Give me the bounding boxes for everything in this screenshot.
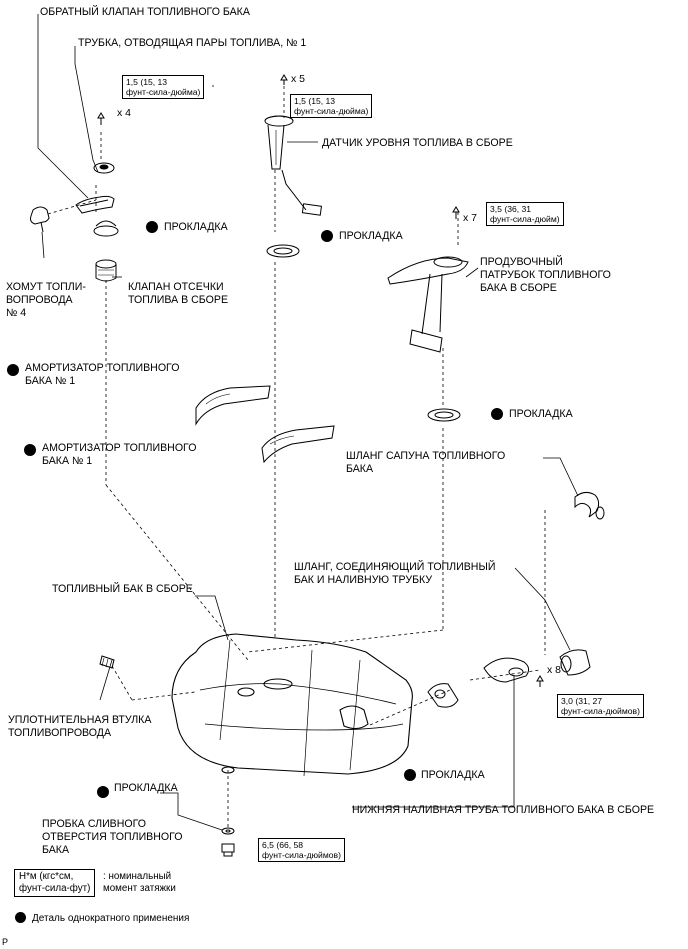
- label-gasket-3: ПРОКЛАДКА: [509, 408, 573, 420]
- non-reusable-dot-icon: [24, 444, 36, 456]
- label-cushion-2: АМОРТИЗАТОР ТОПЛИВНОГО БАКА № 1: [42, 442, 197, 467]
- fuel-tank-part: [171, 633, 413, 777]
- cutoff-valve-gasket-part: [93, 220, 119, 237]
- bolt-icon-1: [97, 112, 105, 125]
- breather-hose-part: [574, 491, 605, 520]
- bolt-icon-4: [536, 675, 544, 687]
- vent-tube-part: [387, 256, 469, 353]
- torque-spec-box: 3,0 (31, 27 фунт-сила-дюймов): [557, 694, 644, 718]
- label-filler-hose: ШЛАНГ, СОЕДИНЯЮЩИЙ ТОПЛИВНЫЙ БАК И НАЛИВ…: [294, 561, 496, 586]
- non-reusable-dot-icon: [321, 230, 333, 242]
- torque-spec-box: 3,5 (36, 31 фунт-сила-дюйм): [486, 202, 564, 226]
- vent-gasket-part: [427, 408, 461, 422]
- label-breather-hose: ШЛАНГ САПУНА ТОПЛИВНОГО БАКА: [346, 450, 506, 475]
- label-gasket-5: ПРОКЛАДКА: [114, 782, 178, 794]
- non-reusable-dot-icon: [7, 364, 19, 376]
- bolt-icon-3: [452, 206, 460, 219]
- label-cushion-1: АМОРТИЗАТОР ТОПЛИВНОГО БАКА № 1: [25, 362, 180, 387]
- legend-non-reusable: Деталь однократного применения: [32, 913, 190, 924]
- label-clamp: ХОМУТ ТОПЛИ- ВОПРОВОДА № 4: [6, 281, 86, 319]
- cutoff-valve-part: [95, 259, 117, 282]
- grommet-part: [99, 655, 115, 669]
- label-cutoff-valve: КЛАПАН ОТСЕЧКИ ТОПЛИВА В СБОРЕ: [128, 281, 229, 306]
- label-gasket-1: ПРОКЛАДКА: [164, 221, 228, 233]
- label-tank-assy: ТОПЛИВНЫЙ БАК В СБОРЕ: [52, 583, 193, 595]
- drain-plug-part: [221, 843, 235, 857]
- legend-unit-desc: : номинальный момент затяжки: [103, 871, 176, 894]
- torque-spec-box: 1,5 (15, 13 фунт-сила-дюйма): [290, 94, 373, 118]
- non-reusable-dot-icon: [97, 786, 109, 798]
- non-reusable-dot-icon: [146, 221, 158, 233]
- drain-gasket-part: [221, 827, 235, 835]
- torque-spec-box: 1,5 (15, 13 фунт-сила-дюйма): [122, 75, 205, 99]
- sender-gauge-part: [264, 115, 323, 216]
- torque-spec-box: 6,5 (66, 58 фунт-сила-дюймов): [258, 838, 345, 862]
- label-grommet: УПЛОТНИТЕЛЬНАЯ ВТУЛКА ТОПЛИВОПРОВОДА: [8, 714, 152, 739]
- sender-gasket-part: [266, 244, 300, 258]
- corner-mark: P: [2, 937, 9, 947]
- count-x8: x 8: [547, 664, 562, 676]
- count-x5: x 5: [291, 73, 306, 85]
- legend-unit-box: Н*м (кгс*см, фунт-сила-фут): [14, 869, 96, 897]
- label-drain-plug: ПРОБКА СЛИВНОГО ОТВЕРСТИЯ ТОПЛИВНОГО БАК…: [42, 818, 183, 856]
- leader-lines: [37, 14, 579, 831]
- bolt-icon-2: [280, 74, 288, 85]
- label-vent-tube: ПРОДУВОЧНЫЙ ПАТРУБОК ТОПЛИВНОГО БАКА В С…: [480, 256, 611, 294]
- non-reusable-dot-icon: [404, 769, 416, 781]
- filler-gasket-part: [427, 683, 459, 708]
- label-gasket-2: ПРОКЛАДКА: [339, 230, 403, 242]
- non-reusable-dot-icon: [15, 912, 26, 923]
- clamp-part: [30, 206, 50, 233]
- cushion-upper-part: [195, 385, 271, 426]
- label-check-valve: ОБРАТНЫЙ КЛАПАН ТОПЛИВНОГО БАКА: [40, 6, 250, 18]
- check-valve-part: [75, 162, 115, 214]
- lower-filler-part: [483, 657, 530, 683]
- label-vapor-tube: ТРУБКА, ОТВОДЯЩАЯ ПАРЫ ТОПЛИВА, № 1: [78, 37, 307, 49]
- filler-hose-part: [559, 649, 591, 676]
- label-lower-filler: НИЖНЯЯ НАЛИВНАЯ ТРУБА ТОПЛИВНОГО БАКА В …: [352, 804, 655, 816]
- non-reusable-dot-icon: [491, 408, 503, 420]
- assembly-lines: [47, 80, 546, 830]
- label-gasket-4: ПРОКЛАДКА: [421, 769, 485, 781]
- cushion-lower-part: [261, 425, 335, 464]
- count-x7: x 7: [463, 212, 478, 224]
- label-sender-gauge: ДАТЧИК УРОВНЯ ТОПЛИВА В СБОРЕ: [322, 137, 513, 149]
- count-x4: x 4: [117, 107, 132, 119]
